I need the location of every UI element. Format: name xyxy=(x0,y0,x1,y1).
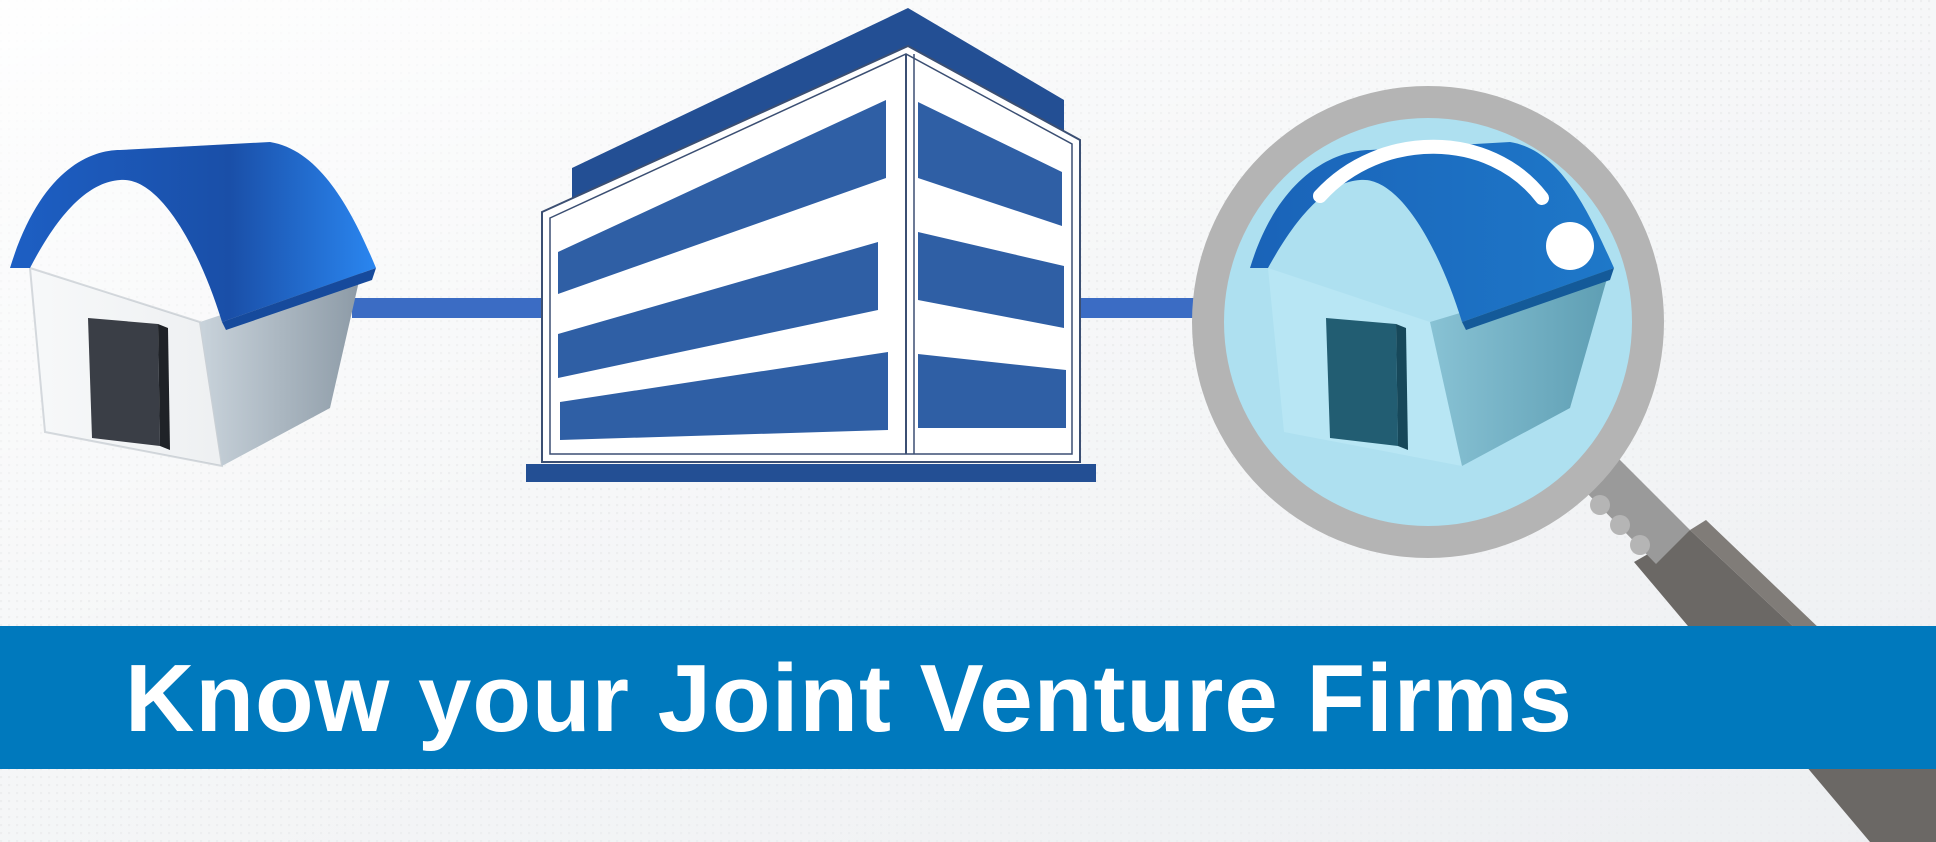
title-banner xyxy=(0,626,1936,769)
connector-left xyxy=(352,298,548,318)
banner-title: Know your Joint Venture Firms xyxy=(125,645,1573,752)
office-building-icon xyxy=(526,8,1096,482)
magnifier-neck xyxy=(1584,456,1690,564)
house-icon xyxy=(10,142,376,468)
